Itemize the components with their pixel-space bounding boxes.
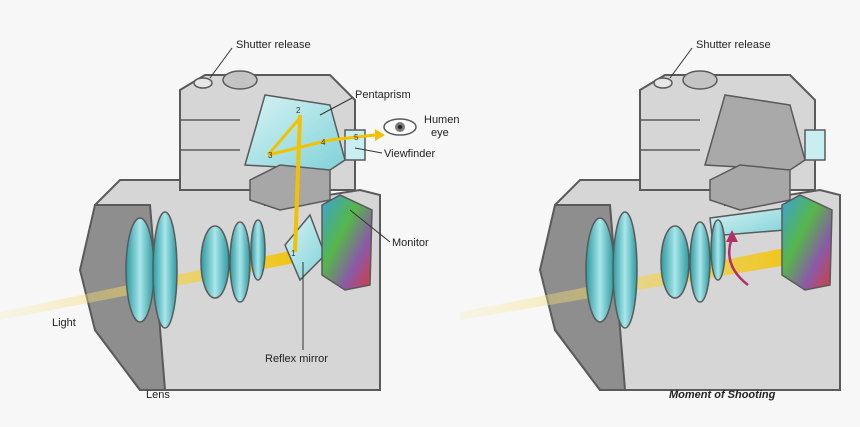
right-lens-element-1 <box>585 217 615 323</box>
label-humen: Humen <box>424 114 459 126</box>
left-lens-element-2 <box>152 211 178 329</box>
right-lens-element-5 <box>710 219 726 281</box>
right-sensor <box>781 194 833 291</box>
caption-lens: Lens <box>146 389 170 401</box>
right-shutter-button <box>653 77 673 89</box>
left-lens-element-3 <box>200 225 230 299</box>
right-camera: Shutter release Moment of Shooting <box>460 39 841 401</box>
right-viewfinder <box>804 129 826 161</box>
left-lens-element-1 <box>125 217 155 323</box>
label-reflex-mirror: Reflex mirror <box>265 353 328 365</box>
path-number-5: 5 <box>354 133 359 142</box>
right-lens-element-2 <box>612 211 638 329</box>
label-shutter-release-right: Shutter release <box>696 39 771 51</box>
mirror-flip-arrow-icon <box>728 237 749 286</box>
right-lens-element-3 <box>660 225 690 299</box>
label-shutter-release: Shutter release <box>236 39 311 51</box>
left-lens-element-5 <box>250 219 266 281</box>
path-number-4: 4 <box>321 138 326 147</box>
left-lens-element-4 <box>229 221 251 303</box>
label-eye: eye <box>431 127 449 139</box>
left-mode-dial <box>222 70 258 90</box>
label-pentaprism: Pentaprism <box>355 89 411 101</box>
caption-moment-of-shooting: Moment of Shooting <box>669 389 776 401</box>
path-number-1: 1 <box>291 249 296 258</box>
label-monitor: Monitor <box>392 237 429 249</box>
right-mode-dial <box>682 70 718 90</box>
path-number-2: 2 <box>296 106 301 115</box>
right-lens-element-4 <box>689 221 711 303</box>
left-shutter-button <box>193 77 213 89</box>
left-camera: 1 2 3 4 5 Shutter release Pentaprism Hum… <box>0 39 459 401</box>
eye-icon <box>383 118 417 136</box>
left-sensor <box>321 194 373 291</box>
path-number-3: 3 <box>268 151 273 160</box>
label-viewfinder: Viewfinder <box>384 148 435 160</box>
label-light: Light <box>52 317 76 329</box>
